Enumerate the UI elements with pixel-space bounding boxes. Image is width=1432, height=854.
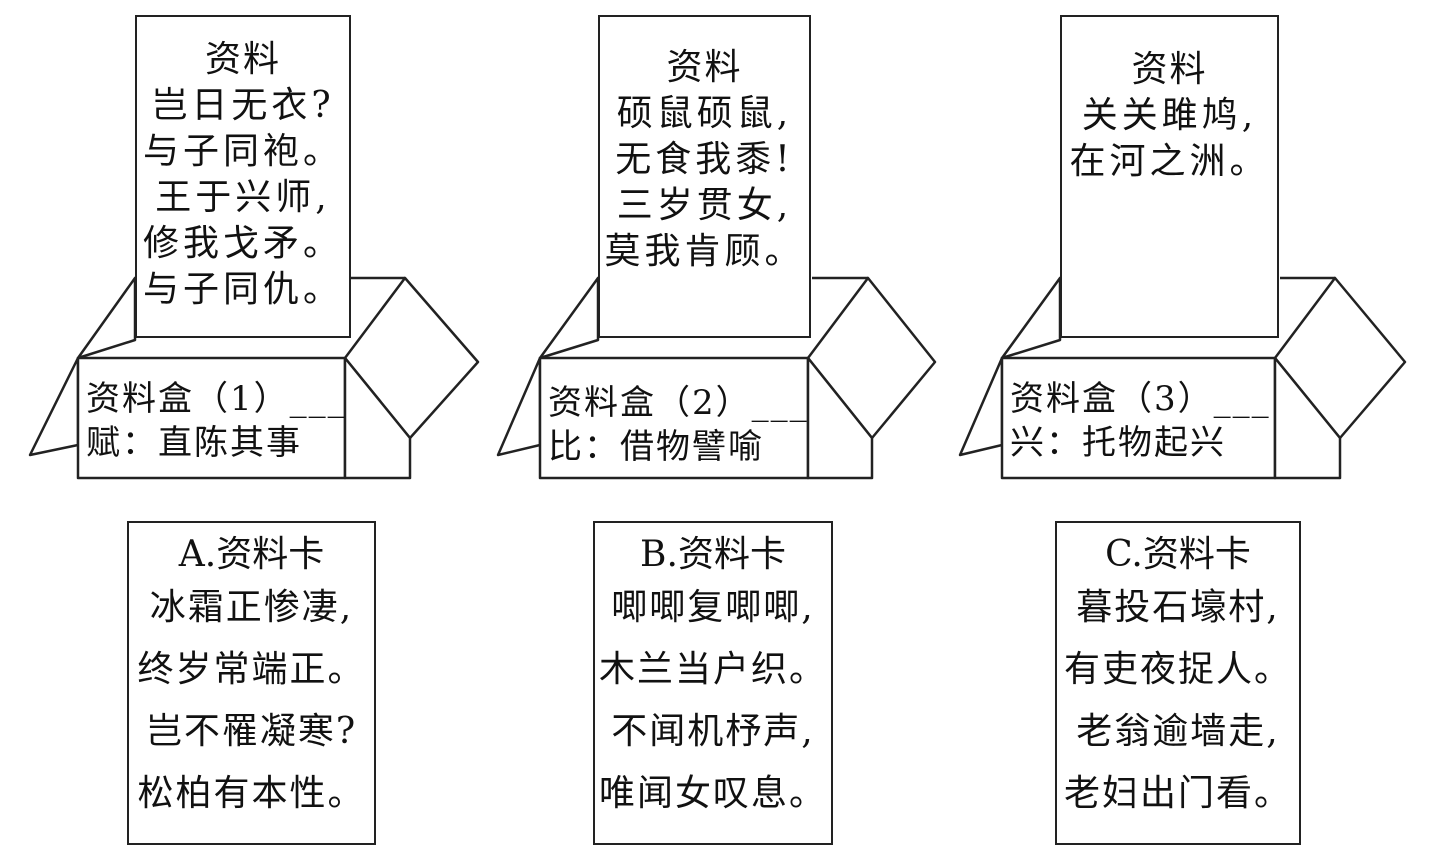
box-3-paper-line: 关关雎鸠, (1081, 95, 1258, 136)
card-b-line: 木兰当户织。 (598, 649, 827, 690)
box-1-label-category: 资料盒（1）___ (86, 379, 347, 419)
box-3-outline (958, 276, 1407, 480)
box-2-label-definition: 比：借物譬喻 (548, 427, 764, 467)
card-b-title: B.资料卡 (640, 534, 786, 575)
box-1-paper-line: 与子同仇。 (142, 269, 343, 310)
card-c-line: 暮投石壕村, (1076, 587, 1280, 628)
box-3-paper-line: 在河之洲。 (1069, 141, 1270, 182)
card-c: C.资料卡 暮投石壕村, 有吏夜捉人。 老翁逾墙走, 老妇出门看。 (1055, 521, 1301, 845)
card-c-line: 有吏夜捉人。 (1063, 649, 1292, 690)
card-b-line: 唧唧复唧唧, (611, 587, 815, 628)
card-a-line: 岂不罹凝寒? (145, 711, 358, 752)
card-c-line: 老妇出门看。 (1063, 773, 1292, 814)
card-c-line: 老翁逾墙走, (1076, 711, 1280, 752)
box-1-paper-line: 修我戈矛。 (142, 223, 343, 264)
box-2-paper-line: 无食我黍! (615, 139, 794, 180)
box-2-paper-title: 资料 (666, 47, 743, 88)
card-b: B.资料卡 唧唧复唧唧, 木兰当户织。 不闻机杼声, 唯闻女叹息。 (593, 521, 833, 845)
box-1-outline (28, 276, 480, 480)
box-1-paper-line: 与子同袍。 (142, 131, 343, 172)
card-a-title: A.资料卡 (178, 534, 325, 575)
card-a: A.资料卡 冰霜正惨凄, 终岁常端正。 岂不罹凝寒? 松柏有本性。 (127, 521, 376, 845)
box-1-label-definition: 赋：直陈其事 (86, 423, 302, 463)
card-b-line: 不闻机杼声, (611, 711, 815, 752)
box-2-outline (496, 276, 937, 480)
box-1-paper-line: 岂日无衣? (151, 85, 335, 126)
card-a-line: 终岁常端正。 (137, 649, 366, 690)
card-b-line: 唯闻女叹息。 (598, 773, 827, 814)
box-3-paper: 资料 关关雎鸠, 在河之洲。 (1060, 15, 1279, 338)
card-a-line: 松柏有本性。 (137, 773, 366, 814)
box-2-paper-line: 莫我肯顾。 (604, 231, 805, 272)
box-1-paper-line: 王于兴师, (155, 177, 331, 218)
card-c-title: C.资料卡 (1105, 534, 1251, 575)
box-3-paper-title: 资料 (1131, 49, 1208, 90)
box-2-paper: 资料 硕鼠硕鼠, 无食我黍! 三岁贯女, 莫我肯顾。 (598, 15, 811, 338)
box-3-label-category: 资料盒（3）___ (1010, 379, 1271, 419)
box-2-paper-line: 三岁贯女, (616, 185, 793, 226)
card-a-line: 冰霜正惨凄, (149, 587, 354, 628)
box-2-paper-line: 硕鼠硕鼠, (616, 93, 793, 134)
box-1-paper-title: 资料 (204, 39, 281, 80)
box-3-label-definition: 兴：托物起兴 (1010, 423, 1226, 463)
box-1-paper: 资料 岂日无衣? 与子同袍。 王于兴师, 修我戈矛。 与子同仇。 (135, 15, 351, 338)
box-2-label-category: 资料盒（2）___ (548, 383, 809, 423)
